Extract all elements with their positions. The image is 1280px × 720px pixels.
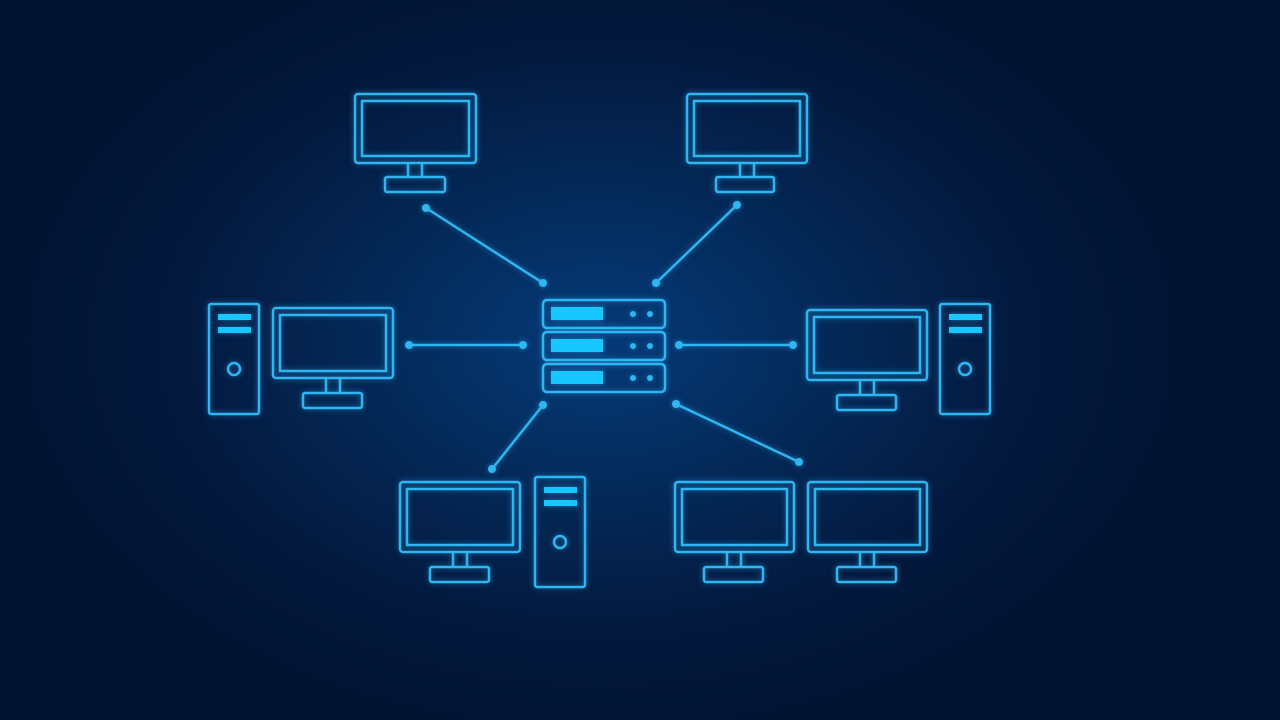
monitor-icon [271, 306, 395, 410]
server-unit-3 [541, 362, 667, 394]
server-unit-2 [541, 330, 667, 362]
monitor-icon [353, 92, 478, 194]
connection-line-bottom-right [675, 402, 800, 464]
node-left [207, 302, 395, 416]
connection-dot-top-left-node [422, 204, 430, 212]
connection-dot-bottom-left-hub [539, 401, 547, 409]
server-unit-1 [541, 298, 667, 330]
monitor-icon [673, 480, 796, 584]
connection-dot-bottom-left-node [488, 465, 496, 473]
connection-line-bottom-left [491, 404, 544, 470]
connection-dot-right-hub [675, 341, 683, 349]
pc-tower-icon [533, 475, 587, 589]
connection-line-top-left [425, 206, 544, 285]
monitor-icon [685, 92, 809, 194]
node-top-right [685, 92, 809, 194]
pc-tower-icon [207, 302, 261, 416]
monitor-icon [806, 480, 929, 584]
node-bottom-right [673, 480, 929, 584]
node-right [805, 302, 992, 416]
connection-dot-left-hub [519, 341, 527, 349]
connections [405, 201, 803, 473]
connection-dot-right-node [789, 341, 797, 349]
connection-dot-top-right-node [733, 201, 741, 209]
connection-dot-left-node [405, 341, 413, 349]
connection-dot-bottom-right-node [795, 458, 803, 466]
connection-dot-bottom-right-hub [672, 400, 680, 408]
connection-dot-top-right-hub [652, 279, 660, 287]
connection-line-top-right [655, 204, 738, 284]
node-top-left [353, 92, 478, 194]
server-rack-icon [541, 298, 667, 394]
monitor-icon [805, 308, 929, 412]
connection-dot-top-left-hub [539, 279, 547, 287]
monitor-icon [398, 480, 522, 584]
node-bottom-left [398, 475, 587, 589]
pc-tower-icon [938, 302, 992, 416]
